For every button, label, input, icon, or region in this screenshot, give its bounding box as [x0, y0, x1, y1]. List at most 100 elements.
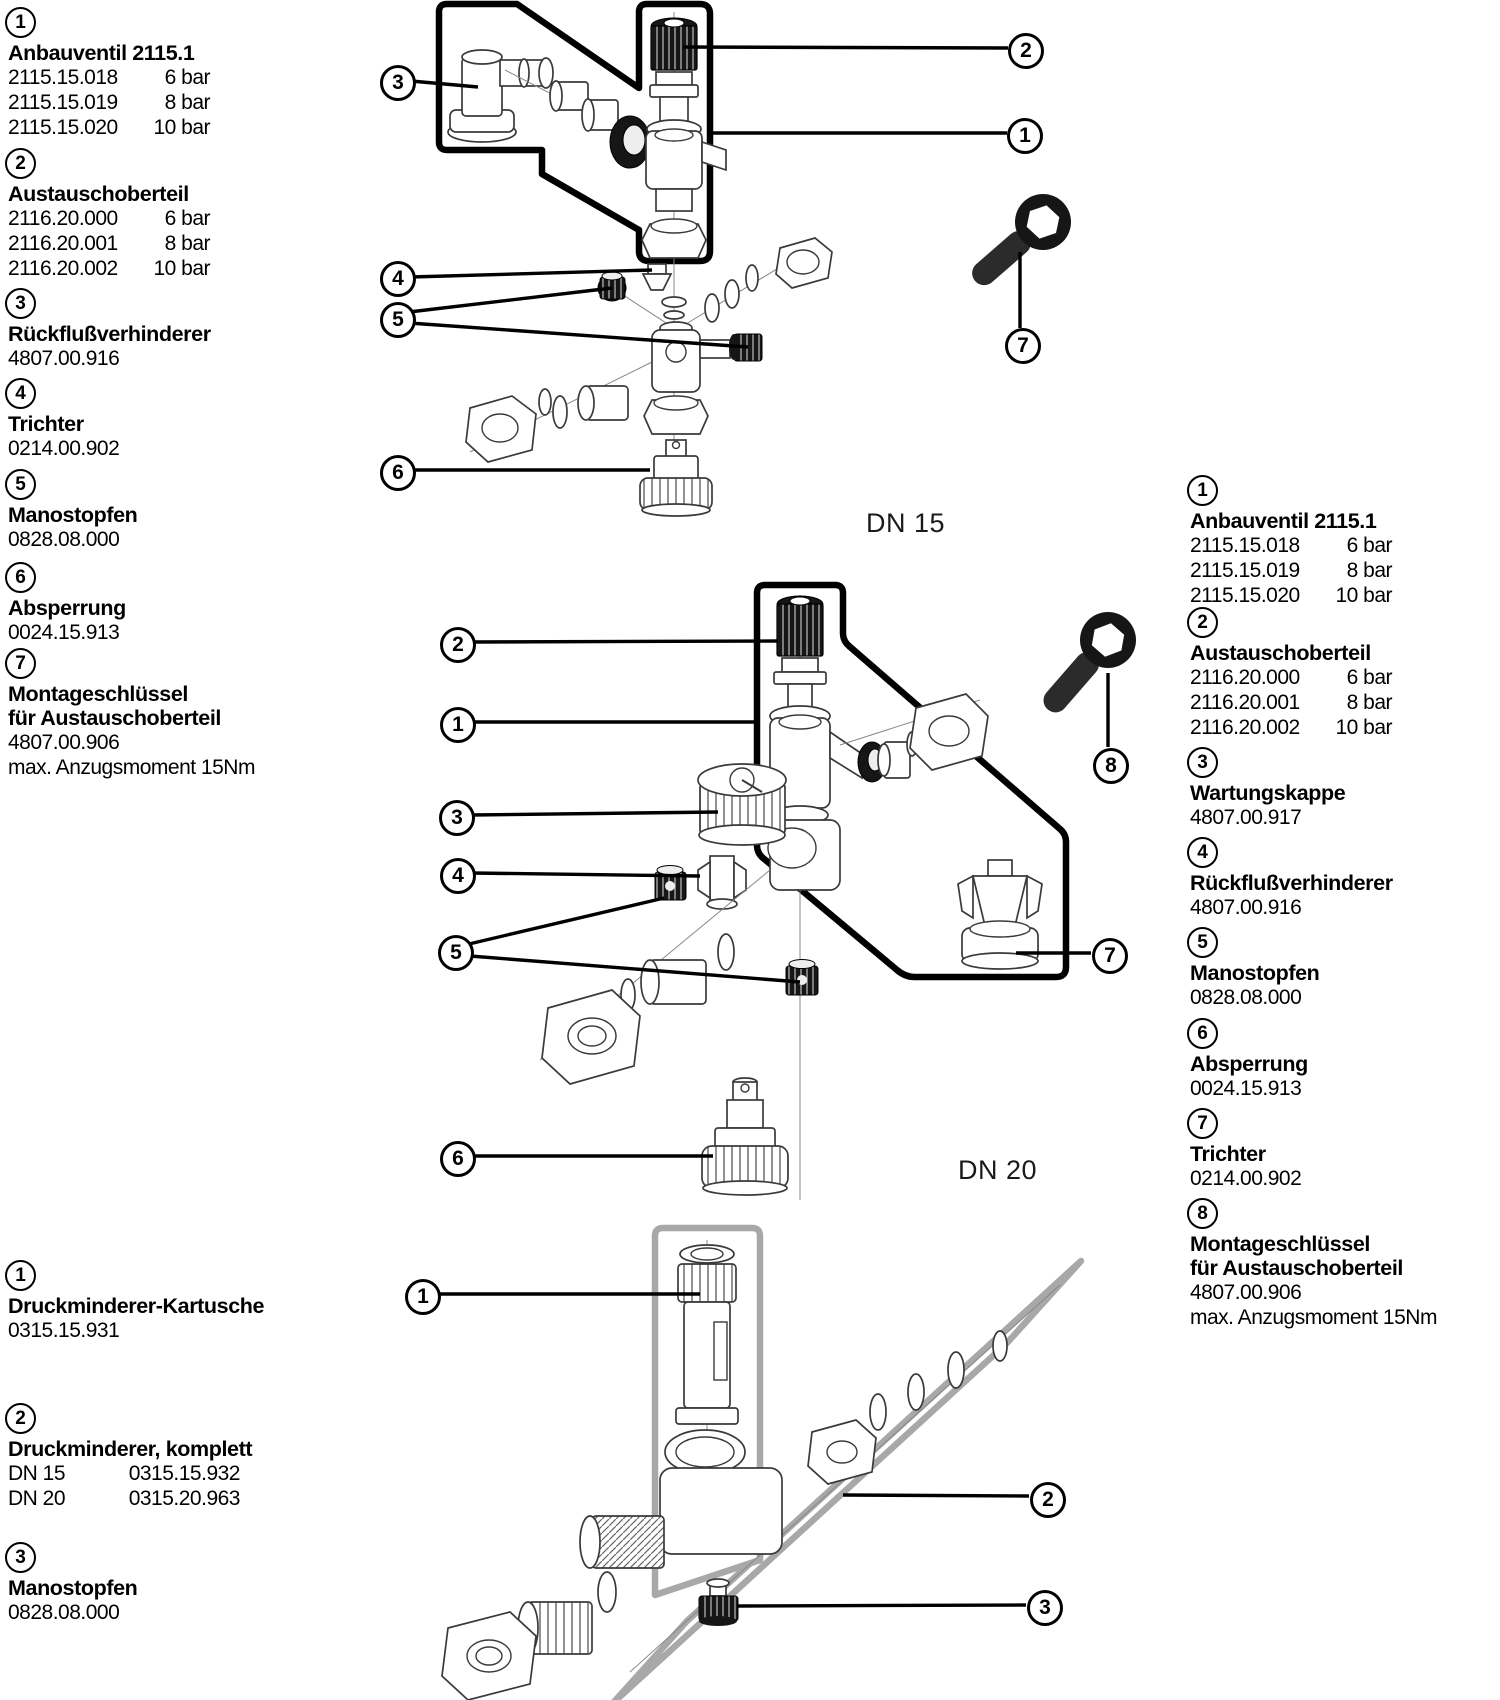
part-title: Anbauventil 2115.1 [1190, 509, 1377, 533]
item-number-badge: 4 [5, 378, 36, 409]
callout-dn20-3: 3 [439, 800, 475, 836]
item-number-badge: 6 [1187, 1018, 1218, 1049]
pressure-rating: 10 bar [1335, 584, 1392, 607]
part-title: Wartungskappe [1190, 781, 1346, 805]
callout-dm-2: 2 [1030, 1482, 1066, 1518]
part-title: Montageschlüssel [8, 682, 188, 706]
part-code: 0315.15.931 [8, 1319, 120, 1342]
item-number-badge: 3 [5, 288, 36, 319]
dn15-valve-stack [641, 12, 727, 515]
dn15-lower-assembly [465, 237, 833, 463]
part-code: 0828.08.000 [1190, 986, 1302, 1009]
part-title: Rückflußverhinderer [8, 322, 211, 346]
dn20-trichter [957, 859, 1043, 970]
dn15-angle-valve-body [447, 49, 554, 143]
dn15-band-parts [504, 69, 661, 169]
dn15-size-label: DN 15 [866, 508, 946, 538]
dn15-absperrung [639, 439, 713, 517]
pressure-rating: 10 bar [1335, 716, 1392, 739]
part-code: 4807.00.916 [8, 347, 120, 370]
part-code: 2115.15.019 [8, 91, 118, 114]
part-title: Druckminderer, komplett [8, 1437, 253, 1461]
dn20-manostopfen-b [785, 959, 819, 996]
list-item: 4 Trichter 0214.00.902 [5, 378, 318, 461]
part-title: Absperrung [1190, 1052, 1308, 1076]
list-item: 3 Manostopfen 0828.08.000 [5, 1542, 318, 1625]
torque-note: max. Anzugsmoment 15Nm [1190, 1306, 1437, 1329]
dn20-branch-parts [839, 693, 989, 783]
pressure-rating: 8 bar [1346, 691, 1393, 714]
dn20-diagram [468, 581, 1136, 1200]
dn20-lower-chain [539, 869, 771, 1085]
part-title: Manostopfen [1190, 961, 1320, 985]
pressure-rating: 6 bar [1346, 534, 1393, 557]
part-title: Anbauventil 2115.1 [8, 41, 195, 65]
item-number-badge: 1 [1187, 475, 1218, 506]
part-code: 0024.15.913 [8, 621, 120, 644]
part-title-line2: für Austauschoberteil [8, 706, 222, 730]
part-title: Austauschoberteil [8, 182, 189, 206]
pressure-rating: 10 bar [153, 116, 210, 139]
callout-dn20-4: 4 [440, 858, 476, 894]
dn20-wartungskappe-knob [697, 763, 787, 846]
dn15-leader-lines [408, 45, 1022, 472]
part-code: 2116.20.002 [8, 257, 118, 280]
part-title: Druckminderer-Kartusche [8, 1294, 265, 1318]
wrench-icon [972, 194, 1071, 286]
part-code: 0828.08.000 [8, 1601, 120, 1624]
part-code: 2115.15.018 [8, 66, 118, 89]
pressure-rating: 8 bar [164, 232, 211, 255]
item-number-badge: 7 [5, 648, 36, 679]
callout-dm-3: 3 [1027, 1590, 1063, 1626]
callout-dn20-2: 2 [440, 627, 476, 663]
druckminderer-manostopfen [698, 1578, 739, 1626]
callout-dn15-2: 2 [1008, 33, 1044, 69]
druckminderer-diagram [436, 1224, 1085, 1700]
callout-dn20-6: 6 [440, 1141, 476, 1177]
wrench-icon [1043, 612, 1136, 713]
item-number-badge: 1 [5, 1260, 36, 1291]
pressure-rating: 10 bar [153, 257, 210, 280]
pressure-rating: 6 bar [164, 66, 211, 89]
part-code: 4807.00.917 [1190, 806, 1302, 829]
part-title-line2: für Austauschoberteil [1190, 1256, 1404, 1280]
list-item: 1 Anbauventil 2115.1 2115.15.018 6 bar 21… [5, 7, 318, 140]
list-item: 7 Trichter 0214.00.902 [1187, 1108, 1500, 1191]
callout-dn15-3: 3 [380, 65, 416, 101]
part-code: 0214.00.902 [1190, 1167, 1302, 1190]
dn20-size-label: DN 20 [958, 1155, 1038, 1185]
list-item: 3 Wartungskappe 4807.00.917 [1187, 747, 1500, 830]
part-code: 2116.20.000 [8, 207, 118, 230]
callout-dn20-7: 7 [1092, 938, 1128, 974]
part-title: Montageschlüssel [1190, 1232, 1370, 1256]
part-title: Absperrung [8, 596, 126, 620]
part-code: 0315.15.932 [128, 1462, 241, 1485]
part-code: 2116.20.000 [1190, 666, 1300, 689]
part-code: 0214.00.902 [8, 437, 120, 460]
item-number-badge: 2 [1187, 607, 1218, 638]
item-number-badge: 1 [5, 7, 36, 38]
dn15-trichter [641, 263, 673, 291]
item-number-badge: 2 [5, 148, 36, 179]
list-item: 5 Manostopfen 0828.08.000 [5, 469, 318, 552]
dn20-cap [776, 603, 824, 657]
part-title: Trichter [8, 412, 84, 436]
part-code: 4807.00.906 [1190, 1281, 1302, 1304]
dn20-absperrung [701, 1077, 789, 1196]
callout-dn20-5: 5 [438, 935, 474, 971]
dn20-manostopfen-a [654, 865, 687, 901]
list-item: 3 Rückflußverhinderer 4807.00.916 [5, 288, 318, 371]
part-code: 2116.20.001 [8, 232, 118, 255]
callout-dn20-8: 8 [1093, 748, 1129, 784]
item-number-badge: 3 [5, 1542, 36, 1573]
pressure-rating: 8 bar [1346, 559, 1393, 582]
item-number-badge: 6 [5, 562, 36, 593]
dn20-check-valve [697, 855, 747, 910]
pressure-rating: 8 bar [164, 91, 211, 114]
part-code: 0315.20.963 [128, 1487, 241, 1510]
druckminderer-union-parts [441, 1571, 617, 1700]
part-title: Trichter [1190, 1142, 1266, 1166]
